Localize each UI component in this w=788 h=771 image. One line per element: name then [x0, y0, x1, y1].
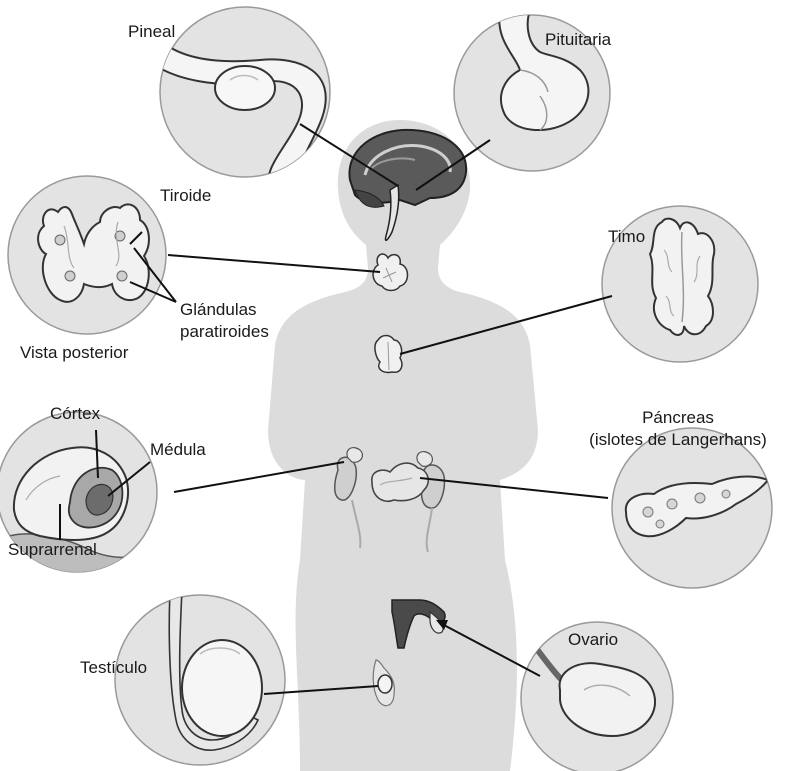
label-paratiroides: paratiroides	[180, 322, 269, 342]
pancreas-detail-circle	[612, 428, 772, 588]
label-cortex: Córtex	[50, 404, 100, 424]
label-pituitaria: Pituitaria	[545, 30, 611, 50]
label-pancreas: Páncreas	[568, 408, 788, 428]
pineal-detail-circle	[150, 7, 330, 190]
label-suprarrenal: Suprarrenal	[8, 540, 97, 560]
label-islotes: (islotes de Langerhans)	[568, 430, 788, 450]
label-pineal: Pineal	[128, 22, 175, 42]
body-silhouette	[268, 120, 538, 771]
label-vista-posterior: Vista posterior	[20, 343, 128, 363]
thymus-small-icon	[375, 336, 402, 373]
thyroid-detail-circle	[8, 176, 166, 334]
label-medula: Médula	[150, 440, 206, 460]
label-glandulas: Glándulas	[180, 300, 257, 320]
label-ovario: Ovario	[568, 630, 618, 650]
label-testiculo: Testículo	[80, 658, 147, 678]
label-tiroide: Tiroide	[160, 186, 211, 206]
label-timo: Timo	[608, 227, 645, 247]
adrenal-detail-circle	[0, 412, 170, 600]
